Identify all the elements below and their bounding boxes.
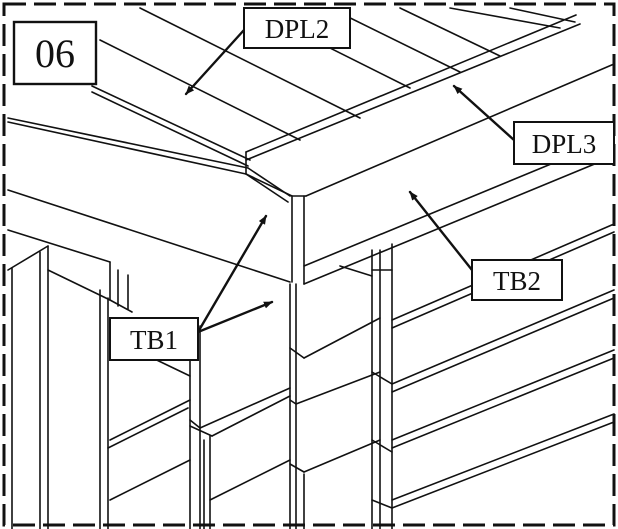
callout-tb2: TB2	[408, 190, 563, 301]
right-post	[339, 243, 393, 529]
label-tb1: TB1	[130, 325, 178, 355]
side-wall-left	[7, 245, 191, 529]
corner-cap-board	[245, 14, 615, 285]
center-post	[189, 283, 381, 529]
step-number-badge: 06	[12, 20, 98, 86]
step-number: 06	[35, 31, 75, 76]
label-dpl2: DPL2	[265, 14, 330, 44]
label-tb2: TB2	[493, 266, 541, 296]
label-dpl3: DPL3	[532, 129, 597, 159]
callout-tb1: TB1	[109, 214, 274, 361]
rim-board-left	[7, 117, 291, 283]
callout-dpl2: DPL2	[184, 7, 351, 96]
callout-dpl3: DPL3	[452, 84, 615, 165]
